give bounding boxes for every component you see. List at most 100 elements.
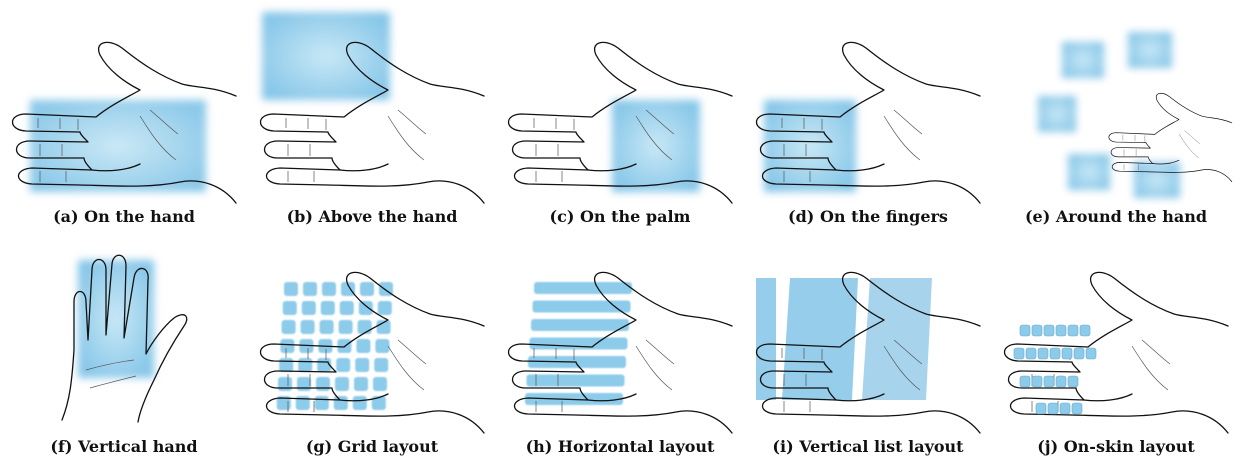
horizontal-bar [527, 375, 625, 387]
grid-button [316, 377, 330, 391]
grid-button [297, 377, 311, 391]
caption: (f) Vertical hand [0, 437, 248, 456]
grid-button [280, 339, 294, 353]
on-skin-button [1074, 348, 1084, 359]
grid-button [322, 282, 336, 296]
panel-vertical-hand: (f) Vertical hand [0, 230, 248, 460]
horizontal-bar [534, 282, 632, 294]
grid-button [356, 339, 370, 353]
on-skin-button [1014, 348, 1024, 359]
grid-button [373, 377, 387, 391]
caption: (d) On the fingers [744, 207, 992, 226]
grid-button [335, 377, 349, 391]
illustration-vertical-list-layout [744, 230, 992, 435]
grid-button [303, 282, 317, 296]
caption: (h) Horizontal layout [496, 437, 744, 456]
grid-button [278, 377, 292, 391]
illustration-vertical-hand [0, 230, 248, 435]
on-skin-button [1086, 348, 1096, 359]
caption: (j) On-skin layout [992, 437, 1240, 456]
panel-on-the-fingers: (d) On the fingers [744, 0, 992, 230]
ui-panel-bottom-right [1134, 162, 1180, 198]
on-skin-button [1044, 325, 1054, 336]
grid-button [302, 301, 316, 315]
vertical-list-column-3 [862, 278, 932, 400]
panel-around-the-hand: (e) Around the hand [992, 0, 1240, 230]
on-skin-button [1050, 348, 1060, 359]
grid-button [284, 282, 298, 296]
horizontal-bar [531, 319, 629, 331]
illustration-on-the-fingers [744, 0, 992, 205]
on-skin-button [1056, 376, 1066, 387]
grid-button [375, 339, 389, 353]
on-skin-button [1080, 325, 1090, 336]
panel-grid-layout: (g) Grid layout [248, 230, 496, 460]
horizontal-bar [530, 338, 628, 350]
on-skin-button [1032, 376, 1042, 387]
grid-button [320, 320, 334, 334]
panel-on-skin-layout: (j) On-skin layout [992, 230, 1240, 460]
grid-button [360, 282, 374, 296]
on-skin-button [1026, 348, 1036, 359]
vertical-list-column-2 [782, 278, 858, 400]
grid-button [358, 320, 372, 334]
illustration-around-the-hand [992, 0, 1240, 205]
illustration-above-the-hand [248, 0, 496, 205]
grid-button [283, 301, 297, 315]
grid-button [355, 358, 369, 372]
illustration-on-skin-layout [992, 230, 1240, 435]
caption: (c) On the palm [496, 207, 744, 226]
on-skin-button [1072, 403, 1082, 414]
caption: (e) Around the hand [992, 207, 1240, 226]
ui-panel-top-left [1062, 42, 1104, 78]
on-skin-button [1032, 325, 1042, 336]
grid-button [336, 358, 350, 372]
on-skin-button [1068, 376, 1078, 387]
on-skin-button [1036, 403, 1046, 414]
grid-button [354, 377, 368, 391]
grid-button [315, 396, 329, 410]
grid-button [374, 358, 388, 372]
grid-button [298, 358, 312, 372]
on-skin-button [1044, 376, 1054, 387]
illustration-on-the-hand [0, 0, 248, 205]
ui-panel-overlay [30, 100, 206, 192]
on-skin-button [1060, 403, 1070, 414]
caption: (a) On the hand [0, 207, 248, 226]
hand-illustration [261, 272, 485, 433]
illustration-horizontal-layout [496, 230, 744, 435]
horizontal-bar [533, 301, 631, 313]
illustration-on-the-palm [496, 0, 744, 205]
ui-panel-overlay [612, 100, 700, 192]
panel-on-the-hand: (a) On the hand [0, 0, 248, 230]
grid-button [321, 301, 335, 315]
illustration-grid-layout [248, 230, 496, 435]
on-skin-button [1062, 348, 1072, 359]
grid-button [279, 358, 293, 372]
panel-above-the-hand: (b) Above the hand [248, 0, 496, 230]
grid-button [353, 396, 367, 410]
hand-illustration [509, 272, 733, 433]
grid-button [282, 320, 296, 334]
on-skin-button [1020, 325, 1030, 336]
grid-button [359, 301, 373, 315]
panel-on-the-palm: (c) On the palm [496, 0, 744, 230]
ui-panel-overlay [262, 12, 390, 100]
grid-button [378, 301, 392, 315]
on-skin-button [1038, 348, 1048, 359]
grid-button [334, 396, 348, 410]
panel-vertical-list-layout: (i) Vertical list layout [744, 230, 992, 460]
horizontal-bars [525, 282, 632, 405]
on-skin-buttons [1014, 325, 1096, 414]
caption: (i) Vertical list layout [744, 437, 992, 456]
on-skin-button [1056, 325, 1066, 336]
on-skin-button [1068, 325, 1078, 336]
caption: (g) Grid layout [248, 437, 496, 456]
grid-button [339, 320, 353, 334]
ui-panel-bottom-left [1068, 154, 1110, 190]
grid-button [340, 301, 354, 315]
caption: (b) Above the hand [248, 207, 496, 226]
ui-panel-left [1038, 96, 1076, 132]
vertical-list-column-1 [756, 278, 776, 400]
ui-panel-top-right [1128, 32, 1172, 68]
